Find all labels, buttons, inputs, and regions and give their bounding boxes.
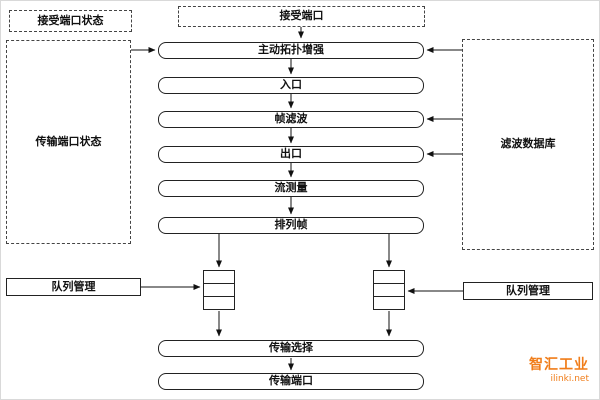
queue-stack-left (203, 270, 235, 310)
filtering-database-box: 滤波数据库 (462, 39, 594, 250)
queue-cell (373, 270, 405, 284)
receive-port-box: 接受端口 (178, 6, 425, 27)
queue-management-left-box: 队列管理 (6, 278, 141, 296)
watermark: 智汇工业 ilinki.net (529, 354, 589, 385)
pipeline-step-ingress: 入口 (158, 77, 424, 94)
transmit-port-status-box: 传输端口状态 (6, 40, 131, 244)
queue-stack-right (373, 270, 405, 310)
queue-cell (203, 296, 235, 310)
queue-cell (373, 283, 405, 297)
queue-cell (203, 283, 235, 297)
pipeline-step-frame-filtering: 帧滤波 (158, 111, 424, 128)
queue-cell (203, 270, 235, 284)
pipeline-step-egress: 出口 (158, 146, 424, 163)
receive-port-status-box: 接受端口状态 (9, 10, 132, 32)
watermark-site: ilinki.net (550, 374, 589, 385)
transmit-port-box: 传输端口 (158, 373, 424, 390)
pipeline-step-flow-metering: 流测量 (158, 180, 424, 197)
pipeline-step-queuing-frames: 排列帧 (158, 217, 424, 234)
pipeline-step-active-topology: 主动拓扑增强 (158, 42, 424, 59)
watermark-brand: 智汇工业 (529, 357, 589, 374)
transmission-selection-box: 传输选择 (158, 340, 424, 357)
queue-cell (373, 296, 405, 310)
queue-management-right-box: 队列管理 (463, 282, 593, 300)
